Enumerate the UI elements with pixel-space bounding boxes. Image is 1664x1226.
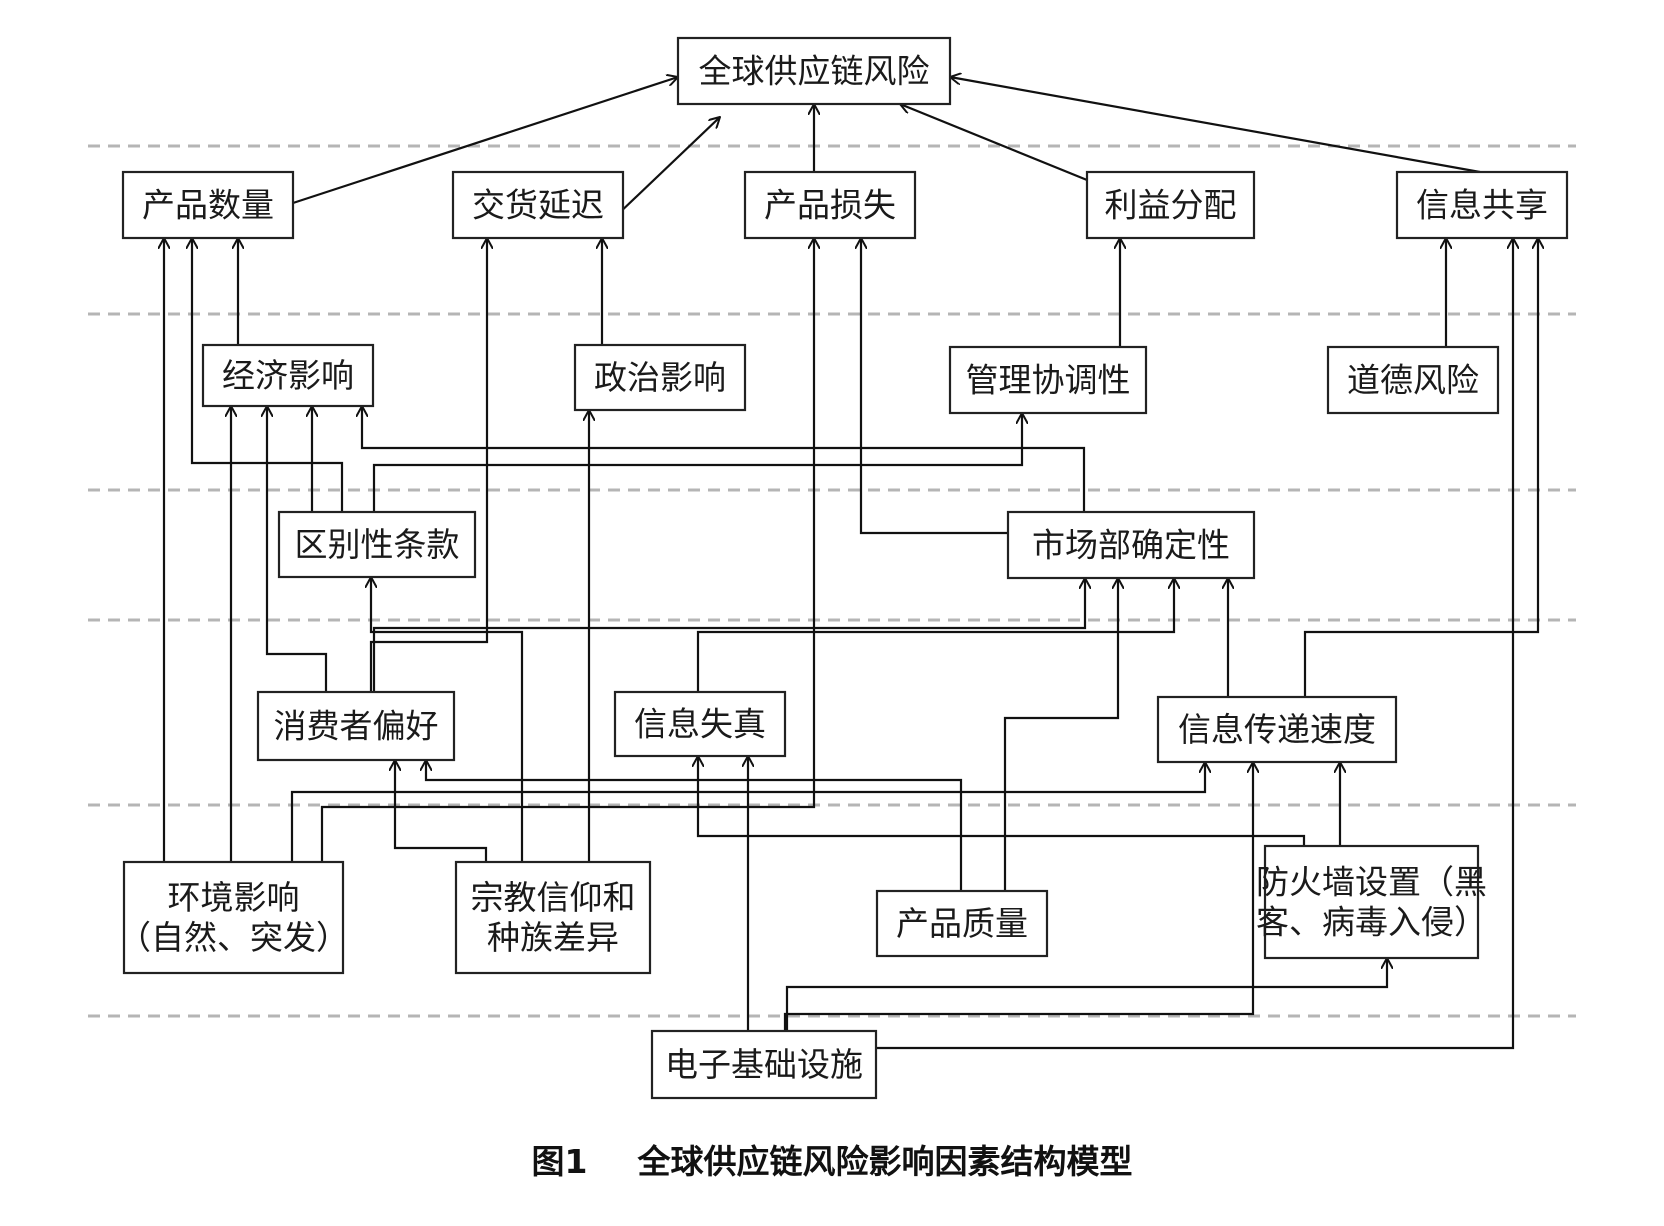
- node-box: [743, 170, 917, 240]
- node-politic: 政治影响: [573, 343, 747, 412]
- node-label: 产品数量: [142, 186, 274, 225]
- node-speed: 信息传递速度: [1156, 695, 1398, 764]
- node-box: [277, 510, 477, 579]
- node-label: 信息失真: [634, 705, 766, 744]
- node-label: 防火墙设置（黑: [1256, 863, 1487, 902]
- node-pquality: 产品质量: [875, 889, 1049, 958]
- edge-clause-to-coord: [372, 413, 1022, 512]
- node-label: 管理协调性: [966, 361, 1131, 400]
- node-moral: 道德风险: [1326, 345, 1500, 415]
- edge-infra-to-speed: [783, 762, 1253, 1031]
- edges: [164, 77, 1538, 1050]
- node-infra: 电子基础设施: [650, 1029, 878, 1100]
- node-box: [451, 170, 625, 240]
- figure-caption: 图1 全球供应链风险影响因素结构模型: [0, 1135, 1664, 1183]
- node-label: （自然、突发）: [118, 918, 349, 957]
- node-market: 市场部确定性: [1006, 510, 1256, 580]
- node-box: [1006, 510, 1256, 580]
- node-box: [1395, 170, 1569, 240]
- node-box: [650, 1029, 878, 1100]
- edge-profit-to-global: [900, 104, 1088, 182]
- node-coord: 管理协调性: [948, 345, 1148, 415]
- level-separators: [88, 144, 1576, 1018]
- node-profit: 利益分配: [1085, 170, 1256, 240]
- node-label: 市场部确定性: [1032, 526, 1230, 565]
- figure-title: 全球供应链风险影响因素结构模型: [637, 1142, 1133, 1181]
- edge-quantity-to-global: [292, 77, 678, 205]
- node-box: [121, 170, 295, 240]
- node-label: 经济影响: [222, 356, 354, 395]
- node-box: [1085, 170, 1256, 240]
- node-label: 种族差异: [487, 918, 619, 957]
- node-box: [948, 345, 1148, 415]
- node-quantity: 产品数量: [121, 170, 295, 240]
- edge-religion-to-prefer: [395, 760, 488, 862]
- edge-distort-to-market: [696, 578, 1174, 692]
- node-prefer: 消费者偏好: [256, 690, 456, 762]
- edge-prefer-to-delay: [369, 238, 487, 692]
- node-firewall: 防火墙设置（黑客、病毒入侵）: [1256, 844, 1487, 960]
- edge-speed-to-share: [1303, 238, 1538, 697]
- edge-infra-to-firewall: [785, 958, 1387, 1031]
- node-clause: 区别性条款: [277, 510, 477, 579]
- node-box: [256, 690, 456, 762]
- node-label: 道德风险: [1347, 361, 1479, 400]
- node-box: [1326, 345, 1500, 415]
- node-label: 环境影响: [168, 878, 300, 917]
- node-label: 电子基础设施: [665, 1045, 863, 1084]
- edge-religion-to-clause: [371, 577, 524, 862]
- edge-market-to-econ: [362, 406, 1086, 512]
- node-label: 消费者偏好: [274, 707, 439, 746]
- node-box: [875, 889, 1049, 958]
- node-label: 交货延迟: [472, 186, 604, 225]
- edge-infra-to-share: [876, 238, 1513, 1050]
- node-box: [613, 690, 787, 758]
- node-distort: 信息失真: [613, 690, 787, 758]
- node-econ: 经济影响: [201, 343, 375, 408]
- node-box: [454, 860, 652, 975]
- figure-number: 图1: [531, 1142, 588, 1181]
- edge-prefer-to-market: [372, 578, 1085, 692]
- node-label: 产品质量: [896, 904, 1028, 943]
- node-box: [573, 343, 747, 412]
- node-box: [1156, 695, 1398, 764]
- node-share: 信息共享: [1395, 170, 1569, 240]
- node-box: [201, 343, 375, 408]
- node-label: 宗教信仰和: [471, 878, 636, 917]
- edge-share-to-global: [950, 77, 1481, 174]
- node-box: [122, 860, 345, 975]
- node-delay: 交货延迟: [451, 170, 625, 240]
- edge-prefer-to-econ: [267, 406, 328, 692]
- edge-env-to-speed: [290, 762, 1205, 862]
- node-global: 全球供应链风险: [676, 36, 952, 106]
- node-label: 政治影响: [594, 358, 726, 397]
- edge-env-to-loss: [320, 238, 814, 862]
- node-label: 产品损失: [764, 186, 896, 225]
- node-env: 环境影响（自然、突发）: [118, 860, 349, 975]
- node-label: 区别性条款: [295, 525, 460, 564]
- node-box: [676, 36, 952, 106]
- node-label: 信息传递速度: [1178, 710, 1376, 749]
- edge-firewall-to-distort: [698, 756, 1306, 846]
- node-label: 客、病毒入侵）: [1256, 903, 1487, 942]
- node-label: 信息共享: [1416, 186, 1548, 225]
- node-label: 利益分配: [1105, 186, 1237, 225]
- node-loss: 产品损失: [743, 170, 917, 240]
- edge-pquality-to-market: [1003, 578, 1118, 891]
- node-label: 全球供应链风险: [699, 52, 930, 91]
- node-box: [1263, 844, 1480, 960]
